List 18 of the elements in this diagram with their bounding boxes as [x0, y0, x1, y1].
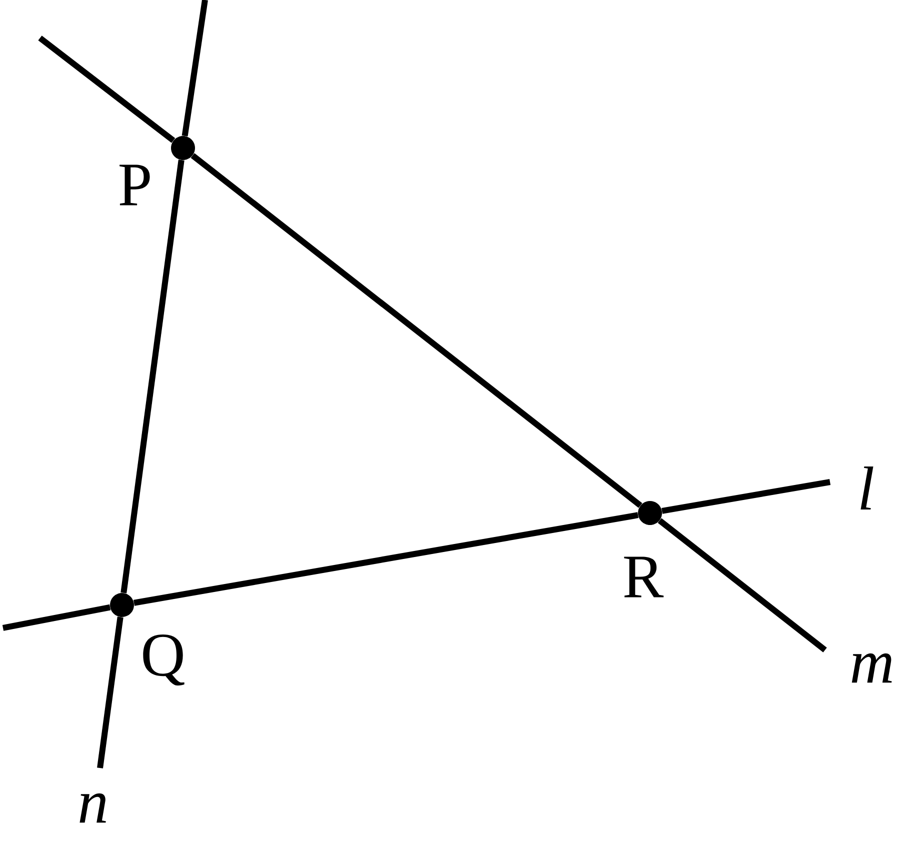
line-label: l [860, 466, 874, 510]
line [658, 518, 827, 652]
point-dot [110, 592, 134, 617]
line [97, 616, 124, 768]
line-label: m [852, 653, 892, 683]
line [2, 604, 111, 631]
point-dot [171, 136, 195, 160]
point-label: P [120, 164, 150, 206]
line [38, 36, 176, 143]
line [190, 153, 642, 508]
point-label: R [624, 556, 664, 598]
line [182, 0, 208, 136]
line-label: n [80, 793, 106, 823]
point-label: Q [143, 634, 184, 686]
line [134, 512, 638, 606]
point-dot [638, 500, 662, 525]
line [662, 479, 831, 514]
line [120, 160, 184, 594]
